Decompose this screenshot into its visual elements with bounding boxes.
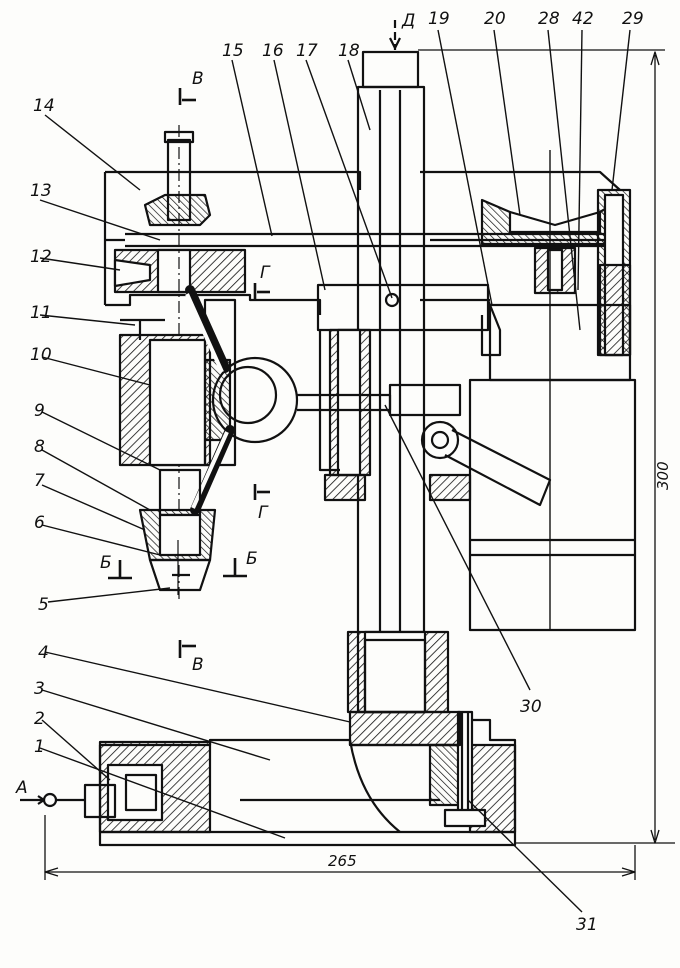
spindle-sleeve <box>118 298 237 467</box>
label-10: 10 <box>30 345 52 365</box>
part-labels: 14 13 12 11 10 9 8 7 6 5 4 3 2 1 15 16 1… <box>30 9 644 935</box>
section-v-bottom: В <box>192 655 204 675</box>
motor-housing <box>468 150 637 632</box>
label-3: 3 <box>34 679 45 699</box>
label-8: 8 <box>34 437 45 457</box>
label-1: 1 <box>34 737 45 757</box>
label-9: 9 <box>34 401 45 421</box>
label-16: 16 <box>262 41 284 61</box>
label-29: 29 <box>622 9 644 29</box>
section-b-right: Б <box>246 549 258 569</box>
dimension-height: 300 <box>654 461 672 490</box>
section-b-left: Б <box>100 553 112 573</box>
section-labels: В В Г Г Б Б Д А <box>15 11 415 798</box>
section-d: Д <box>401 11 415 31</box>
label-17: 17 <box>296 41 318 61</box>
label-30: 30 <box>520 697 542 717</box>
spindle-pulley <box>113 193 247 294</box>
label-19: 19 <box>428 9 450 29</box>
label-20: 20 <box>484 9 506 29</box>
anchor-bolt <box>443 710 487 828</box>
label-18: 18 <box>338 41 360 61</box>
label-28: 28 <box>538 9 560 29</box>
label-2: 2 <box>34 709 45 729</box>
section-g-top: Г <box>260 263 271 283</box>
section-a: А <box>15 778 28 798</box>
section-g-bottom: Г <box>258 503 269 523</box>
section-marks <box>108 88 270 658</box>
label-14: 14 <box>33 96 55 116</box>
label-4: 4 <box>38 643 49 663</box>
label-15: 15 <box>222 41 244 61</box>
label-13: 13 <box>30 181 52 201</box>
label-12: 12 <box>30 247 52 267</box>
locking-lever <box>388 383 552 507</box>
electric-motor <box>596 188 632 357</box>
drill-chuck <box>138 468 217 595</box>
column-bracket <box>316 283 502 502</box>
label-31: 31 <box>576 915 598 935</box>
dimension-lines <box>44 49 675 880</box>
dimension-width: 265 <box>328 852 357 870</box>
label-7: 7 <box>34 471 45 491</box>
label-11: 11 <box>30 303 52 323</box>
leader-lines <box>39 29 631 913</box>
label-6: 6 <box>34 513 45 533</box>
label-42: 42 <box>572 9 594 29</box>
section-v-top: В <box>192 69 204 89</box>
label-5: 5 <box>38 595 49 615</box>
base-plate <box>98 718 517 847</box>
dimension-labels: 300 265 <box>328 461 672 870</box>
clamp-screw <box>20 783 117 819</box>
